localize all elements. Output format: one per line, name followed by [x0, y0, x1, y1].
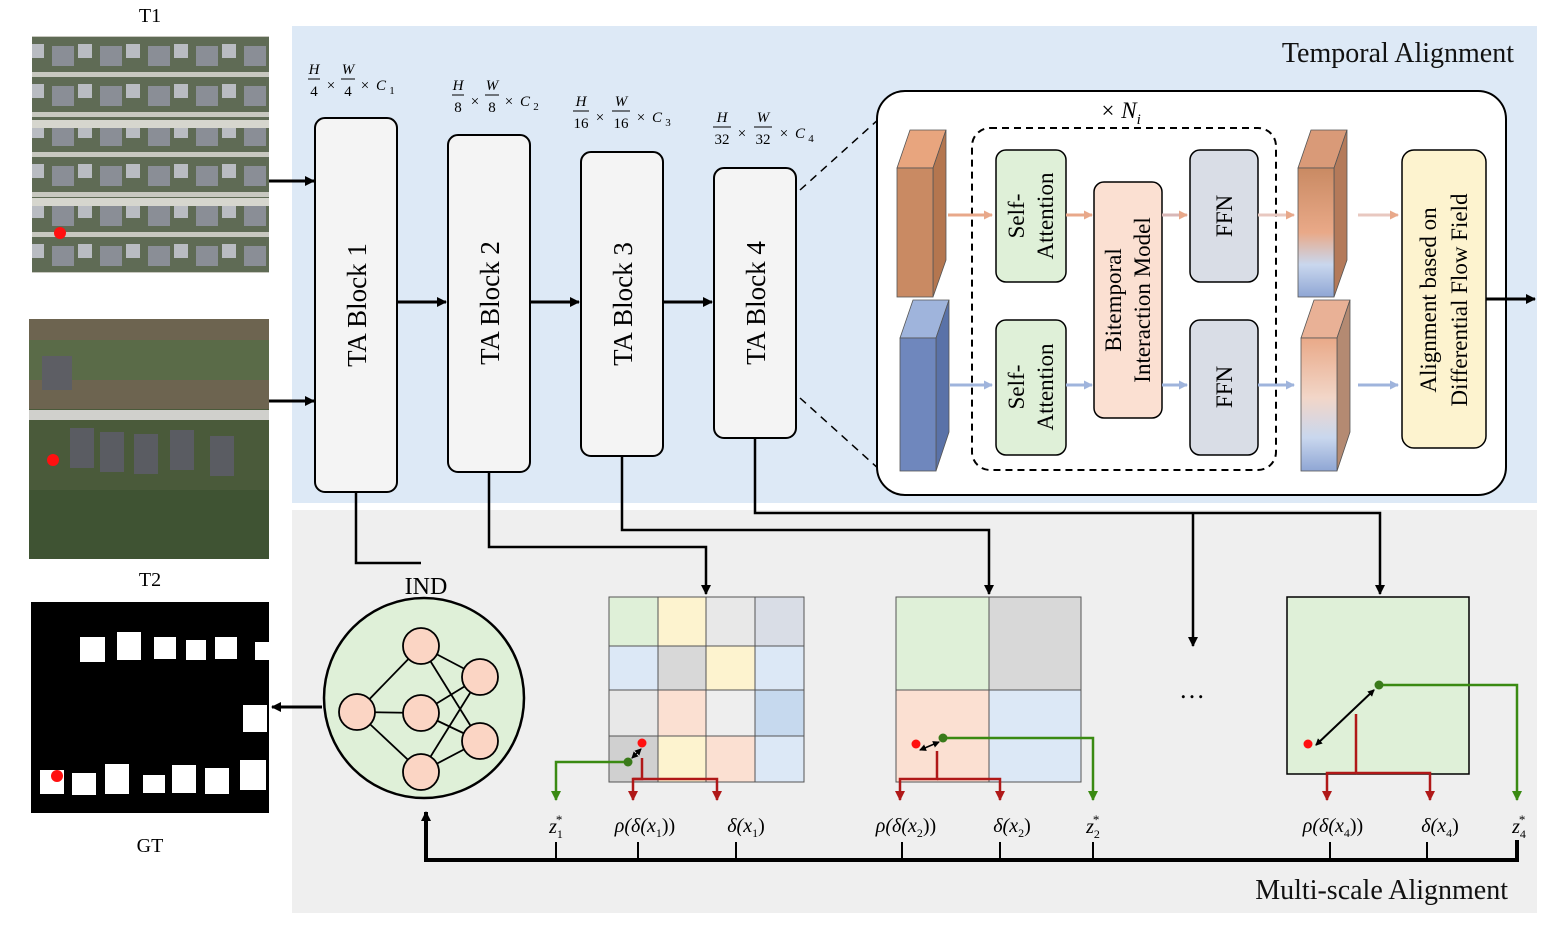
svg-text:32: 32 — [715, 132, 730, 148]
svg-text:×: × — [471, 94, 479, 110]
svg-text:Attention: Attention — [1033, 172, 1058, 259]
svg-text:3: 3 — [665, 117, 671, 129]
ta-block-1-label: TA Block 1 — [342, 243, 372, 367]
svg-text:1: 1 — [389, 85, 395, 97]
rho-delta-x4: ρ(δ(x4)) — [1302, 815, 1363, 840]
gt-red-point — [51, 770, 63, 782]
svg-text:C: C — [520, 94, 531, 110]
self-attention-bottom: Self- Attention — [995, 319, 1067, 456]
svg-text:C: C — [376, 78, 387, 94]
dim-label-4: H 32 × W 32 × C 4 — [713, 110, 814, 148]
alignment-flow-field: Alignment based on Differential Flow Fie… — [1401, 149, 1487, 449]
repeat-dashed-box — [971, 127, 1277, 471]
svg-text:W: W — [342, 62, 356, 78]
svg-text:W: W — [757, 110, 771, 126]
t2-label: T2 — [139, 569, 161, 591]
ffn-top: FFN — [1189, 149, 1259, 283]
t1-red-point — [54, 227, 66, 239]
ffn-bottom: FFN — [1189, 319, 1259, 456]
z1-star: z1* — [548, 812, 563, 841]
svg-text:×: × — [738, 126, 746, 142]
grid-scale-2 — [895, 596, 1082, 783]
t1-label: T1 — [139, 5, 161, 27]
svg-text:H: H — [716, 110, 729, 126]
svg-text:4: 4 — [310, 84, 318, 100]
svg-text:C: C — [652, 110, 663, 126]
svg-text:32: 32 — [756, 132, 771, 148]
self-attention-top: Self- Attention — [995, 149, 1067, 283]
svg-text:H: H — [308, 62, 321, 78]
svg-text:×: × — [361, 78, 369, 94]
multiscale-title: Multi-scale Alignment — [1255, 875, 1508, 906]
grid-scale-1 — [608, 596, 805, 783]
ta-block-2-label: TA Block 2 — [475, 241, 505, 365]
t1-image — [32, 36, 269, 273]
svg-text:FFN: FFN — [1212, 366, 1237, 409]
delta-x4: δ(x4) — [1421, 815, 1459, 840]
rho-delta-x2: ρ(δ(x2)) — [875, 815, 936, 840]
svg-text:16: 16 — [574, 116, 590, 132]
ta-block-1: TA Block 1 — [314, 117, 398, 493]
rho-delta-x1: ρ(δ(x1)) — [614, 815, 675, 840]
svg-text:×: × — [780, 126, 788, 142]
detail-box: × Ni Self- Attention Self- Attention — [876, 90, 1507, 496]
dim-label-3: H 16 × W 16 × C 3 — [573, 94, 671, 132]
svg-text:C: C — [795, 126, 806, 142]
z4-star: z4* — [1511, 812, 1526, 841]
svg-text:8: 8 — [488, 100, 496, 116]
ind-label: IND — [405, 574, 448, 600]
svg-text:2: 2 — [533, 101, 539, 113]
svg-text:8: 8 — [454, 100, 462, 116]
ta-block-4: TA Block 4 — [713, 167, 797, 439]
orange-feature — [896, 129, 947, 298]
delta-x2: δ(x2) — [993, 815, 1031, 840]
svg-text:4: 4 — [344, 84, 352, 100]
ind-network — [322, 596, 526, 800]
ta-block-3: TA Block 3 — [580, 151, 664, 457]
repeat-label: × Ni — [1100, 98, 1141, 128]
ta-block-3-label: TA Block 3 — [608, 242, 638, 366]
svg-text:W: W — [486, 78, 500, 94]
svg-text:Interaction Model: Interaction Model — [1130, 217, 1155, 382]
ta-block-2: TA Block 2 — [447, 134, 531, 473]
ta-block-4-label: TA Block 4 — [741, 241, 771, 365]
svg-text:×: × — [327, 78, 335, 94]
svg-text:FFN: FFN — [1212, 195, 1237, 238]
fused-feature-top — [1297, 129, 1348, 298]
svg-text:4: 4 — [808, 133, 814, 145]
svg-text:×: × — [637, 110, 645, 126]
ellipsis: … — [1179, 675, 1205, 704]
gt-label: GT — [137, 835, 164, 857]
dim-label-1: H 4 × W 4 × C 1 — [308, 62, 395, 100]
svg-text:Self-: Self- — [1004, 194, 1029, 239]
svg-text:16: 16 — [614, 116, 630, 132]
svg-text:×: × — [596, 110, 604, 126]
dim-label-2: H 8 × W 8 × C 2 — [452, 78, 539, 116]
blue-feature — [899, 299, 950, 472]
svg-text:Alignment based on: Alignment based on — [1416, 207, 1441, 393]
t2-image — [29, 319, 269, 559]
svg-text:Differential Flow Field: Differential Flow Field — [1447, 193, 1472, 406]
svg-text:Self-: Self- — [1004, 365, 1029, 410]
svg-text:Attention: Attention — [1033, 343, 1058, 430]
z2-star: z2* — [1085, 812, 1100, 841]
svg-text:H: H — [452, 78, 465, 94]
svg-text:×: × — [505, 94, 513, 110]
temporal-title: Temporal Alignment — [1282, 38, 1514, 69]
bitemporal-interaction-model: Bitemporal Interaction Model — [1093, 181, 1163, 419]
t2-red-point — [47, 454, 59, 466]
svg-text:Bitemporal: Bitemporal — [1101, 248, 1126, 351]
fused-feature-bottom — [1300, 299, 1351, 472]
svg-text:H: H — [575, 94, 588, 110]
svg-text:W: W — [615, 94, 629, 110]
gt-image — [31, 602, 269, 813]
delta-x1: δ(x1) — [727, 815, 765, 840]
